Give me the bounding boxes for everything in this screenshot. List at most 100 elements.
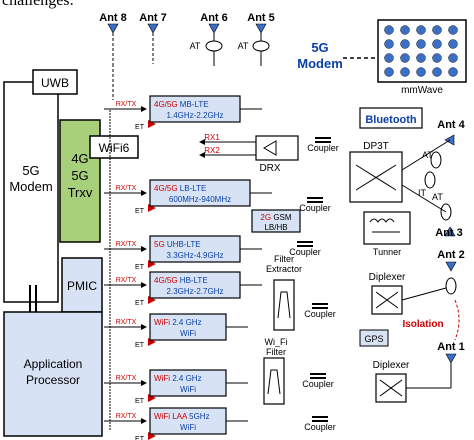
et-label: ET [135, 300, 145, 307]
at-label-ant4: AT [422, 150, 433, 160]
ant2-label: Ant 2 [437, 249, 465, 261]
ant8-label: Ant 8 [99, 12, 127, 24]
rf-row-band: 2.3GHz-2.7GHz [167, 287, 224, 296]
antenna-8-icon [107, 23, 119, 64]
antenna-3-icon [444, 226, 456, 237]
diplexer-2-label: Diplexer [373, 360, 410, 371]
mmwave-element [384, 67, 394, 77]
at-tuner-ant4 [430, 151, 442, 169]
caption: challenges: [2, 0, 74, 9]
et-label: ET [135, 436, 145, 440]
filter-extractor-label1: Filter [274, 254, 294, 264]
at-label-ant5: AT [238, 41, 249, 51]
rf-row-band: WiFi [180, 385, 196, 394]
rxtx-label: RX/TX [116, 413, 137, 420]
mmwave-element [432, 53, 442, 63]
tunner-label: Tunner [373, 247, 401, 257]
it-label: IT [418, 188, 427, 198]
mmwave-element [448, 67, 458, 77]
gsm-block [251, 209, 301, 233]
mmwave-element [400, 53, 410, 63]
rf-row-band: WiFi [180, 329, 196, 338]
rxtx-label: RX/TX [116, 101, 137, 108]
et-label: ET [135, 264, 145, 271]
rf-row-title: WiFi 2.4 GHz [154, 318, 202, 327]
it-tuner [424, 171, 436, 189]
antenna-5-icon [252, 23, 270, 66]
mmwave-element [432, 25, 442, 35]
mmwave-element [384, 25, 394, 35]
ant7-label: Ant 7 [139, 12, 167, 24]
mmwave-element [416, 39, 426, 49]
ap-label2: Processor [26, 373, 80, 387]
uwb-label: UWB [41, 76, 69, 90]
dp3t-label: DP3T [363, 141, 389, 152]
coupler: Coupler [302, 373, 334, 389]
mmwave-element [416, 67, 426, 77]
antenna-7-icon [147, 23, 159, 64]
mmwave-element [448, 53, 458, 63]
bluetooth-block [359, 107, 423, 129]
ap-label1: Application [24, 357, 83, 371]
modem-left-label1: 5G [22, 163, 39, 178]
gps-block [359, 329, 389, 347]
coupler-label: Coupler [304, 422, 336, 432]
tunner-block [363, 211, 411, 245]
mmwave-element [432, 67, 442, 77]
rxtx-label: RX/TX [116, 241, 137, 248]
coupler-label: Coupler [289, 247, 321, 257]
isolation-arc [454, 299, 460, 341]
rf-frontend-block [149, 271, 241, 299]
coupler-label: Coupler [299, 203, 331, 213]
drx-label: DRX [259, 163, 280, 174]
et-label: ET [135, 124, 145, 131]
antenna-2-icon [445, 261, 457, 295]
mmwave-element [448, 25, 458, 35]
wifi-filter-label2: Filter [266, 347, 286, 357]
app-processor-block [3, 311, 103, 437]
rx1-label: RX1 [204, 133, 220, 142]
rf-row-band: 600MHz-940MHz [169, 195, 231, 204]
rf-row-title: 5G UHB-LTE [154, 240, 201, 249]
rf-frontend-block [149, 95, 241, 123]
ant6-label: Ant 6 [200, 12, 228, 24]
rf-frontend-row: RX/TX ET 4G/5G HB-LTE 2.3GHz-2.7GHz [104, 271, 262, 307]
rf-row-band: 1.4GHz-2.2GHz [167, 111, 224, 120]
mmwave-element [400, 39, 410, 49]
at-label-ant3: AT [432, 192, 443, 202]
coupler: Coupler [289, 241, 321, 257]
rf-frontend-block [149, 313, 227, 341]
et-label: ET [135, 398, 145, 405]
rf-frontend-block [149, 179, 251, 207]
rf-row-title: 4G/5G HB-LTE [154, 276, 208, 285]
pmic-label: PMIC [67, 279, 97, 293]
rf-row-title: WiFi LAA 5GHz [154, 412, 210, 421]
mmwave-element [384, 53, 394, 63]
gps-label: GPS [364, 334, 383, 344]
coupler: Coupler [304, 303, 336, 319]
wifi6-block [89, 135, 139, 159]
rf-row-title: WiFi 2.4 GHz [154, 374, 202, 383]
mmwave-element [400, 67, 410, 77]
trxv-label2: 5G [71, 168, 88, 183]
ant4-label: Ant 4 [437, 119, 465, 131]
rf-row-band: WiFi [180, 423, 196, 432]
rxtx-label: RX/TX [116, 319, 137, 326]
gsm-label1: 2G GSM [260, 213, 291, 222]
mmwave-array-icon [384, 25, 458, 77]
mmwave-element [416, 53, 426, 63]
filter-extractor-label2: Extractor [266, 264, 302, 274]
diplexer-1-label: Diplexer [369, 272, 406, 283]
mmwave-element [432, 39, 442, 49]
rxtx-label: RX/TX [116, 277, 137, 284]
at-label-ant6: AT [190, 41, 201, 51]
coupler: Coupler [307, 137, 339, 153]
modem5g-label2: Modem [297, 56, 343, 71]
rxtx-label: RX/TX [116, 375, 137, 382]
